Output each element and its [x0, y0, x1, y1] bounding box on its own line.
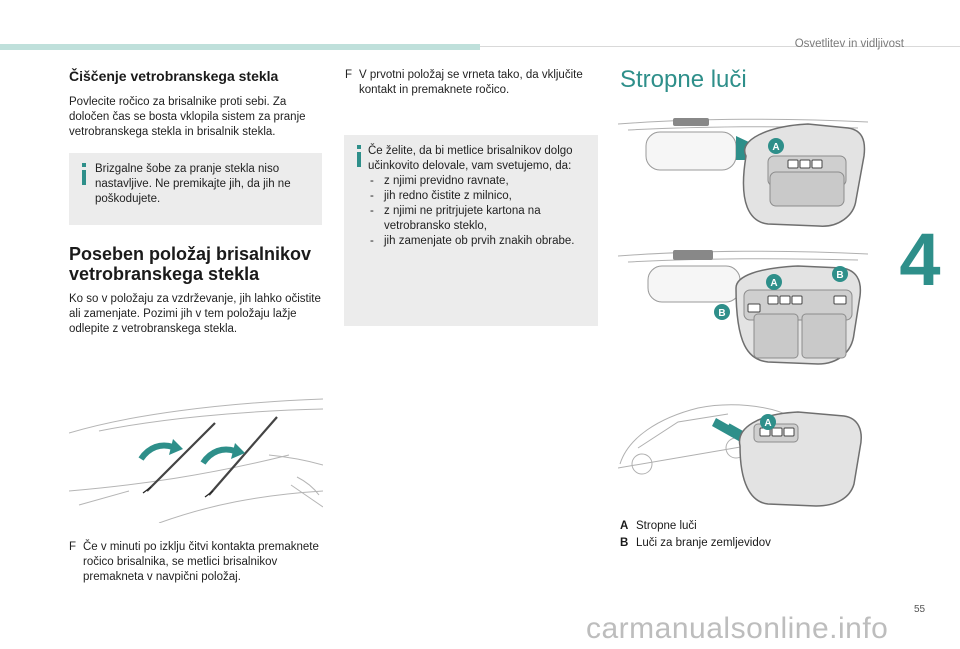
info-box-wiper-care: Če želite, da bi metlice brisalnikov dol… — [344, 135, 598, 326]
paragraph-washer: Povlecite ročico za brisalnike proti seb… — [69, 96, 306, 138]
heading-line-1: Poseben položaj brisalnikov — [69, 244, 312, 264]
legend-item-a: A Stropne luči — [620, 518, 771, 535]
figure-badge-label: A — [764, 418, 771, 429]
figure-badge-label: B — [836, 270, 843, 281]
bullet-marker: F — [345, 69, 353, 81]
bullet-text: Če v minuti po izklju čitvi kontakta pre… — [83, 541, 319, 583]
info-intro: Če želite, da bi metlice brisalnikov dol… — [368, 145, 573, 172]
list-item: jih redno čistite z milnico, — [368, 189, 590, 204]
page-number: 55 — [914, 604, 926, 615]
list-item: z njimi previdno ravnate, — [368, 174, 590, 189]
care-list: z njimi previdno ravnate, jih redno čist… — [368, 174, 590, 249]
legend-text: Luči za branje zemljevidov — [636, 537, 771, 549]
heading-special-position: Poseben položaj brisalnikov vetrobranske… — [69, 244, 329, 284]
legend-key: B — [620, 537, 629, 549]
heading-windscreen-cleaning: Čiščenje vetrobranskega stekla — [69, 68, 279, 84]
bullet-marker: F — [69, 541, 77, 553]
legend-item-b: B Luči za branje zemljevidov — [620, 535, 771, 552]
info-icon — [79, 163, 89, 185]
info-icon — [354, 145, 364, 167]
chapter-title: Osvetlitev in vidljivost — [794, 38, 904, 50]
figure-badge-label: B — [718, 308, 725, 319]
heading-ceiling-lights: Stropne luči — [620, 66, 747, 93]
figure-badge-label: A — [772, 142, 779, 153]
info-text-nozzles: Brizgalne šobe za pranje stekla niso nas… — [95, 163, 291, 205]
figure-legend: A Stropne luči B Luči za branje zemljevido… — [620, 518, 771, 552]
windscreen-wipers-illustration — [69, 398, 323, 523]
figure-badge-label: A — [770, 278, 777, 289]
watermark: carmanualsonline.info — [586, 612, 889, 645]
info-text-wiper-care: Če želite, da bi metlice brisalnikov dol… — [368, 144, 590, 249]
bullet-return-position: F V prvotni položaj se vrneta tako, da v… — [345, 68, 601, 98]
bullet-text: V prvotni položaj se vrneta tako, da vkl… — [359, 69, 583, 96]
ceiling-light-figure-1: A — [618, 118, 868, 227]
paragraph-maintenance-position: Ko so v položaju za vzdrževanje, jih lah… — [69, 293, 321, 335]
chapter-number: 4 — [899, 218, 941, 301]
legend-text: Stropne luči — [636, 520, 697, 532]
list-item: jih zamenjate ob prvih znakih obrabe. — [368, 234, 590, 249]
info-box-nozzles: Brizgalne šobe za pranje stekla niso nas… — [69, 153, 322, 225]
heading-line-2: vetrobranskega stekla — [69, 264, 260, 284]
top-accent-bar — [0, 44, 480, 50]
ceiling-light-figure-2: A B B — [618, 250, 868, 365]
ceiling-light-figure-3: A — [618, 404, 862, 507]
bullet-vertical-position: F Če v minuti po izklju čitvi kontakta p… — [69, 540, 327, 585]
legend-key: A — [620, 520, 629, 532]
top-divider — [480, 46, 960, 47]
list-item: z njimi ne pritrjujete kartona na vetrob… — [368, 204, 590, 234]
